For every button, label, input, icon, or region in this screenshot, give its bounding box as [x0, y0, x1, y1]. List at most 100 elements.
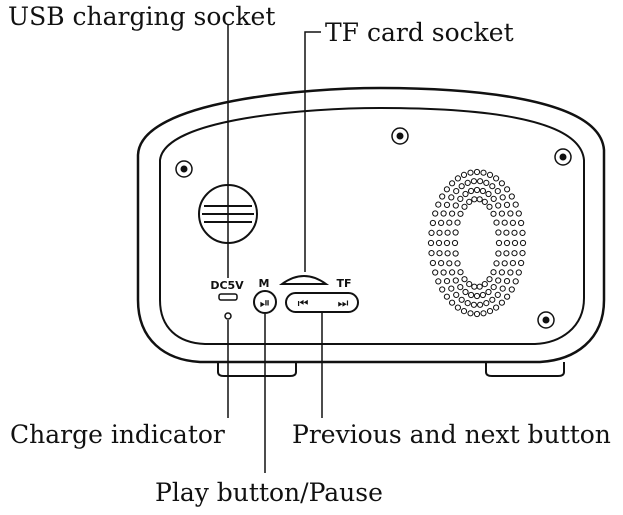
speaker-hole: [449, 299, 456, 306]
speaker-hole: [466, 198, 473, 205]
speaker-hole: [454, 304, 461, 311]
speaker-hole: [470, 178, 477, 185]
speaker-hole: [507, 269, 514, 276]
speaker-hole: [428, 250, 435, 257]
speaker-hole: [503, 278, 511, 285]
speaker-hole: [511, 229, 518, 236]
speaker-hole: [428, 229, 435, 236]
speaker-hole: [489, 296, 496, 303]
usb-port: [218, 293, 238, 301]
speaker-hole: [483, 300, 490, 307]
speaker-hole: [499, 194, 506, 201]
device-body: [136, 86, 606, 364]
speaker-hole: [429, 259, 436, 267]
screw-icon: [537, 311, 555, 329]
speaker-hole: [495, 277, 502, 284]
speaker-hole: [481, 281, 488, 288]
speaker-hole: [486, 308, 494, 315]
speaker-hole: [443, 201, 451, 208]
speaker-hole: [489, 183, 496, 190]
speaker-hole: [457, 195, 464, 202]
play-pause-icon: ⏯: [260, 296, 270, 311]
speaker-hole: [443, 186, 450, 193]
speaker-hole: [458, 183, 465, 190]
speaker-hole: [471, 196, 478, 203]
tf-card-slot[interactable]: [278, 275, 330, 285]
screw-icon: [175, 160, 193, 178]
speaker-hole: [498, 269, 505, 276]
prev-next-button[interactable]: ⏮ ⏭: [285, 292, 359, 313]
play-pause-button[interactable]: ⏯: [253, 290, 277, 314]
speaker-hole: [486, 203, 493, 210]
speaker-hole: [432, 210, 439, 217]
speaker-hole: [451, 239, 459, 247]
speaker-hole: [444, 229, 451, 236]
speaker-hole: [490, 210, 497, 217]
speaker-hole: [439, 193, 446, 200]
speaker-hole: [466, 281, 473, 288]
speaker-hole: [452, 202, 459, 209]
speaker-hole: [507, 210, 514, 217]
control-panel: DC5V M ⏯ TF ⏮ ⏭: [210, 275, 359, 320]
speaker-hole: [493, 304, 500, 311]
speaker-hole: [490, 195, 497, 202]
speaker-hole: [429, 219, 436, 227]
speaker-hole: [452, 229, 459, 236]
speaker-hole: [453, 291, 460, 298]
speaker-hole: [495, 239, 503, 247]
speaker-hole: [432, 269, 439, 276]
speaker-hole: [446, 219, 453, 226]
previous-icon: ⏮: [298, 296, 309, 310]
speaker-hole: [509, 219, 517, 226]
speaker-hole: [485, 288, 492, 296]
dc5v-label: DC5V: [210, 279, 244, 292]
speaker-hole: [498, 180, 505, 187]
speaker-hole: [440, 269, 447, 276]
speaker-hole: [443, 239, 451, 247]
speaker-hole: [486, 276, 493, 283]
speaker-hole: [473, 292, 481, 300]
speaker-hole: [485, 190, 492, 198]
screw-icon: [391, 127, 409, 145]
speaker-hole: [493, 219, 500, 226]
speaker-hole: [515, 210, 522, 217]
speaker-hole: [508, 286, 515, 293]
leader-lines: [227, 25, 323, 473]
speaker-hole: [462, 190, 469, 198]
speaker-hole: [473, 310, 481, 318]
speaker-hole: [446, 260, 453, 267]
speaker-hole: [468, 187, 475, 195]
speaker-hole: [504, 186, 511, 193]
speaker-hole: [499, 285, 506, 292]
speaker-grille: [427, 168, 527, 318]
usb-charging-socket-label: USB charging socket: [8, 2, 275, 31]
speaker-hole: [477, 301, 484, 308]
speaker-hole: [495, 229, 502, 236]
speaker-hole: [494, 291, 501, 298]
play-pause-label: Play button/Pause: [155, 478, 383, 507]
speaker-hole: [460, 308, 468, 315]
screw-icon: [554, 148, 572, 166]
speaker-hole: [438, 260, 445, 267]
speaker-hole: [436, 250, 443, 257]
next-icon: ⏭: [338, 296, 349, 310]
speaker-hole: [449, 269, 456, 276]
speaker-hole: [490, 284, 497, 291]
speaker-hole: [518, 219, 525, 227]
speaker-hole: [509, 260, 517, 267]
speaker-hole: [494, 188, 501, 195]
speaker-hole: [519, 250, 526, 257]
speaker-hole: [476, 196, 483, 203]
speaker-hole: [449, 180, 456, 187]
speaker-hole: [476, 283, 483, 290]
speaker-hole: [460, 171, 468, 178]
speaker-hole: [471, 283, 478, 290]
speaker-hole: [515, 269, 522, 276]
previous-next-button-label: Previous and next button: [292, 420, 611, 449]
speaker-hole: [439, 286, 446, 293]
device-feet: [217, 362, 565, 377]
speaker-hole: [512, 201, 519, 208]
speaker-hole: [498, 210, 505, 217]
speaker-hole: [504, 293, 511, 300]
